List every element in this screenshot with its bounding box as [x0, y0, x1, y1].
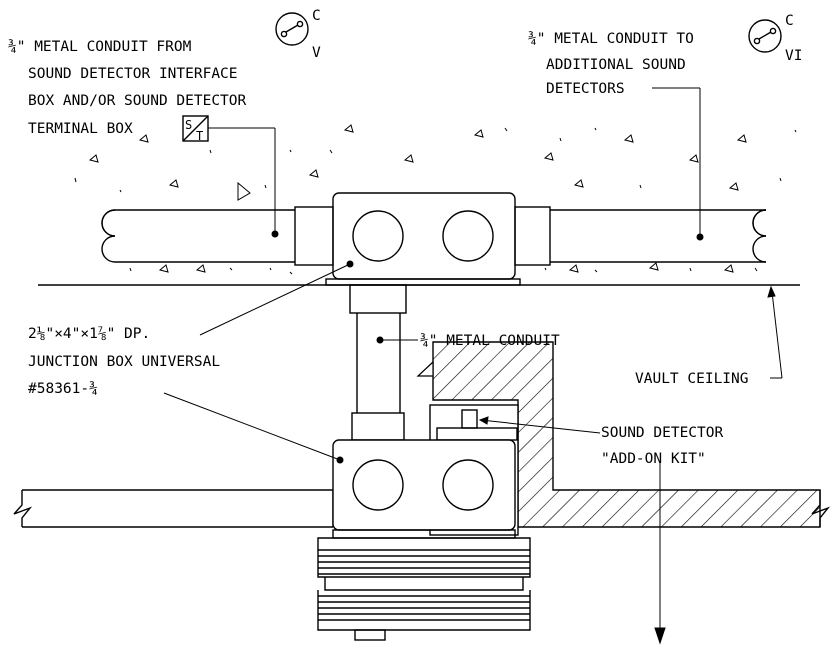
concrete-speckles	[74, 124, 797, 275]
label-junction-box: 2⅛"×4"×1⅞" DP. JUNCTION BOX UNIVERSAL #5…	[28, 326, 220, 397]
box-flange	[325, 278, 521, 286]
leader-lines	[163, 87, 783, 645]
svg-text:"ADD-ON KIT": "ADD-ON KIT"	[601, 451, 706, 467]
svg-text:SOUND DETECTOR: SOUND DETECTOR	[601, 425, 723, 441]
svg-text:¾" METAL CONDUIT TO: ¾" METAL CONDUIT TO	[528, 31, 694, 47]
switch-right-bottom-text: VI	[785, 48, 802, 64]
svg-text:2⅛"×4"×1⅞" DP.: 2⅛"×4"×1⅞" DP.	[28, 326, 150, 342]
horizontal-conduit	[101, 206, 767, 266]
svg-text:TERMINAL BOX: TERMINAL BOX	[28, 121, 133, 137]
switch-symbol-left: C V	[275, 8, 321, 61]
vertical-conduit	[349, 284, 407, 441]
terminal-box-top-text: S	[185, 118, 192, 132]
switch-symbol-right: C VI	[748, 13, 802, 64]
svg-text:SOUND DETECTOR INTERFACE: SOUND DETECTOR INTERFACE	[28, 66, 238, 82]
upper-junction-box	[332, 192, 516, 280]
svg-text:¾" METAL CONDUIT FROM: ¾" METAL CONDUIT FROM	[8, 39, 192, 55]
svg-text:JUNCTION BOX UNIVERSAL: JUNCTION BOX UNIVERSAL	[28, 354, 220, 370]
lower-junction-box	[332, 439, 516, 531]
label-sound-detector: SOUND DETECTOR "ADD-ON KIT"	[601, 425, 723, 467]
label-conduit-to: ¾" METAL CONDUIT TO ADDITIONAL SOUND DET…	[528, 31, 694, 97]
svg-text:BOX AND/OR SOUND DETECTOR: BOX AND/OR SOUND DETECTOR	[28, 93, 247, 109]
terminal-box-symbol: S T	[182, 115, 209, 143]
label-vault-ceiling: VAULT CEILING	[635, 371, 749, 387]
svg-text:ADDITIONAL SOUND: ADDITIONAL SOUND	[546, 57, 686, 73]
label-metal-conduit: ¾" METAL CONDUIT	[420, 333, 560, 349]
label-conduit-from: ¾" METAL CONDUIT FROM SOUND DETECTOR INT…	[8, 39, 247, 137]
switch-left-bottom-text: V	[312, 45, 321, 61]
threaded-detector-base	[317, 529, 531, 641]
switch-right-top-text: C	[785, 13, 794, 29]
svg-text:DETECTORS: DETECTORS	[546, 81, 625, 97]
switch-left-top-text: C	[312, 8, 321, 24]
terminal-box-bottom-text: T	[196, 129, 203, 143]
svg-text:#58361-¾: #58361-¾	[28, 381, 98, 397]
